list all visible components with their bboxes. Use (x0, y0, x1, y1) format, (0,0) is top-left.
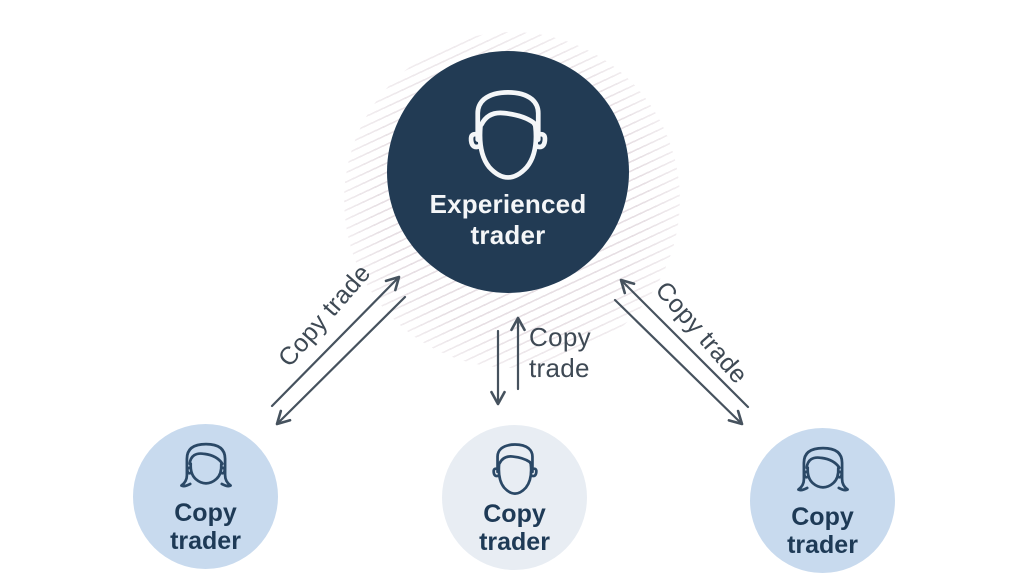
male-face-icon (482, 438, 548, 498)
copy-trader-label-line1: Copy (174, 499, 237, 527)
copy-trader-node-right: Copy trader (750, 428, 895, 573)
copy-trade-label-right: Copy trade (649, 276, 754, 390)
female-face-icon (173, 437, 239, 497)
copy-trader-label: Copy trader (479, 500, 550, 556)
experienced-trader-node: Experienced trader (387, 51, 629, 293)
experienced-trader-label-line1: Experienced (429, 189, 587, 219)
copy-trader-label-line1: Copy (483, 500, 546, 528)
copy-trade-label-middle-line2: trade (529, 353, 590, 384)
copy-trader-label: Copy trader (170, 499, 241, 555)
copy-trader-label: Copy trader (787, 503, 858, 559)
experienced-trader-label: Experienced trader (430, 189, 587, 250)
male-face-icon (449, 81, 567, 185)
copy-trader-label-line2: trader (787, 531, 858, 559)
copy-trader-node-left: Copy trader (133, 424, 278, 569)
experienced-trader-label-line2: trader (470, 219, 546, 250)
copy-trade-label-middle: Copy trade (529, 322, 591, 384)
copy-trader-node-middle: Copy trader (442, 425, 587, 570)
female-face-icon (790, 441, 856, 501)
copy-trade-label-left: Copy trade (272, 259, 377, 373)
copy-trader-label-line2: trader (170, 527, 241, 555)
copy-trader-label-line1: Copy (791, 503, 854, 531)
copy-trader-label-line2: trader (479, 528, 550, 556)
copy-trade-label-middle-line1: Copy (529, 322, 591, 352)
